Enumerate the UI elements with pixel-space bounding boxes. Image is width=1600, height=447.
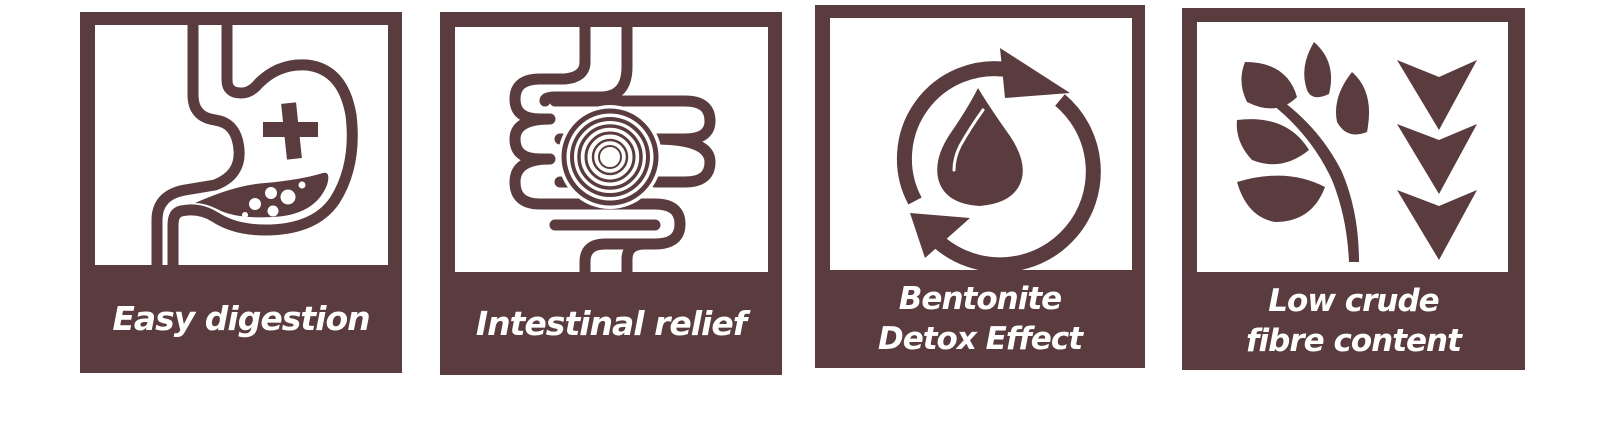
badge-label-line: fibre content [1246,323,1462,359]
badge-label: Intestinal relief [440,272,782,375]
badge-low-crude-fibre: Low crude fibre content [1182,8,1525,370]
badge-label-line: Intestinal relief [475,303,747,343]
badge-label: Bentonite Detox Effect [815,270,1145,368]
badge-label-line: Low crude [1268,283,1439,319]
badge-icon-area [1197,22,1508,272]
badge-icon-area [455,27,768,272]
badge-bentonite-detox: Bentonite Detox Effect [815,5,1145,368]
badge-label-line: Detox Effect [877,321,1083,357]
badge-icon-area [95,25,388,265]
badge-label-line: Bentonite [898,281,1062,317]
stomach-icon [151,25,358,265]
leaves-down-arrows-icon [1236,42,1477,262]
badge-label: Low crude fibre content [1182,272,1525,370]
badge-easy-digestion: Easy digestion [80,12,402,373]
badge-icon-area [830,18,1132,270]
badge-intestinal-relief: Intestinal relief [440,12,782,375]
badge-label-line: Easy digestion [112,299,370,338]
intestine-icon [509,27,716,272]
badge-label: Easy digestion [80,265,402,373]
water-drop-cycle-icon [896,48,1101,270]
